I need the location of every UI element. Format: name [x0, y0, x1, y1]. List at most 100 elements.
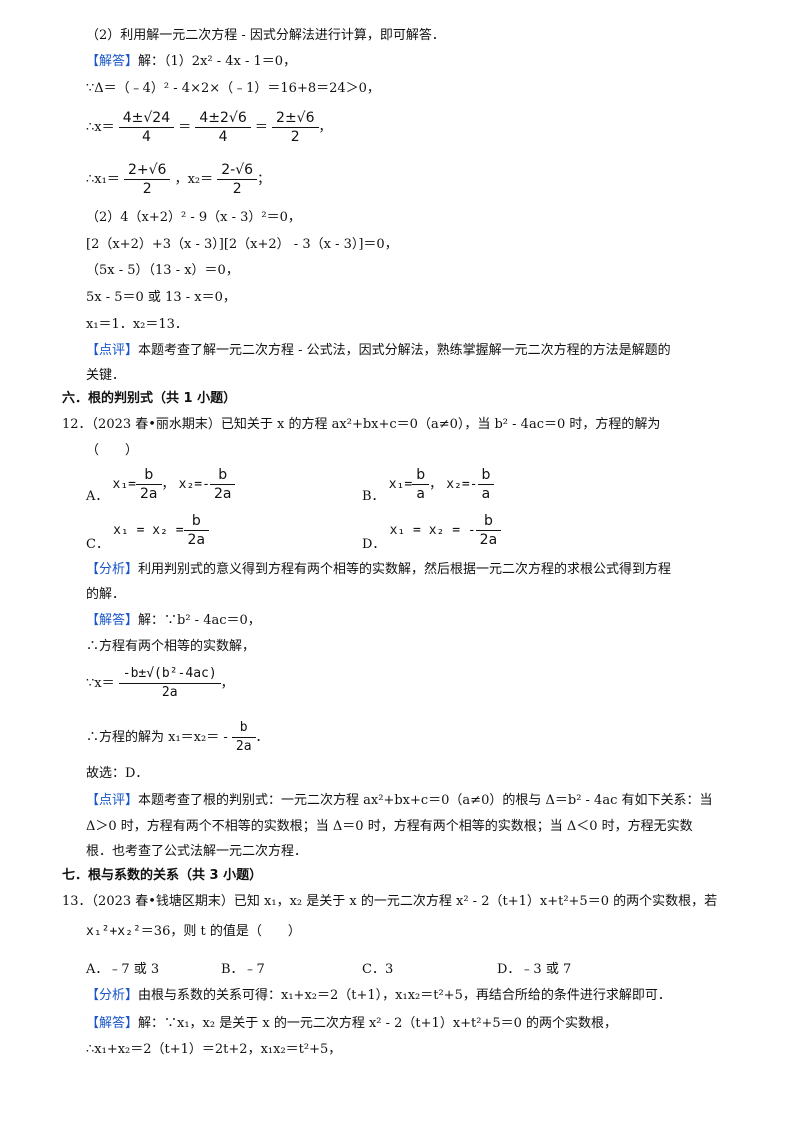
- comment-tag: 【点评】: [86, 343, 139, 358]
- analysis-tag: 【分析】: [86, 562, 139, 577]
- expr: x₂=-: [446, 477, 478, 492]
- text-line: （5x - 5）（13 - x）＝0，: [86, 263, 239, 278]
- text-line: ∵Δ＝（﹣4）² - 4×2×（﹣1）＝16+8＝24＞0，: [86, 81, 380, 96]
- numerator: b: [231, 719, 256, 738]
- denominator: 2a: [140, 486, 158, 502]
- question-13-cont: x₁²+x₂²＝36，则 t 的值是（ ）: [86, 922, 301, 942]
- question-13: 13．（2023 春•钱塘区期末）已知 x₁，x₂ 是关于 x 的一元二次方程 …: [62, 894, 718, 909]
- denominator: 4: [141, 129, 151, 145]
- label: ∵x＝: [86, 676, 115, 691]
- label: 解：: [138, 54, 165, 69]
- section-heading: 六．根的判别式（共 1 小题）: [62, 391, 237, 406]
- denominator: 2: [142, 181, 152, 197]
- option-b: B．﹣7: [221, 962, 265, 977]
- numerator: 4±2√6: [195, 109, 251, 128]
- denominator: 2a: [187, 532, 206, 548]
- denominator: 2a: [213, 486, 232, 502]
- analysis-text: 利用判别式的意义得到方程有两个相等的实数解，然后根据一元二次方程的求根公式得到方…: [138, 562, 672, 577]
- comment-text: 本题考查了解一元二次方程 - 公式法，因式分解法，熟练掌握解一元二次方程的方法是…: [138, 343, 671, 358]
- numerator: 2-√6: [217, 161, 258, 180]
- numerator: b: [136, 466, 162, 485]
- text-line: （2）利用解一元二次方程 - 因式分解法进行计算，即可解答．: [86, 28, 445, 43]
- denominator: a: [481, 486, 491, 502]
- numerator: 2+√6: [123, 161, 171, 180]
- answer-tag: 【解答】: [86, 613, 139, 628]
- text-line: （2）4（x+2）² - 9（x - 3）²＝0，: [86, 210, 301, 225]
- denominator: 2a: [479, 532, 498, 548]
- answer-text: 解：∵x₁，x₂ 是关于 x 的一元二次方程 x² - 2（t+1）x+t²+5…: [138, 1016, 618, 1031]
- numerator: 2±√6: [272, 109, 319, 128]
- text-line: 根．也考查了公式法解一元二次方程．: [86, 844, 308, 859]
- numerator: b: [475, 512, 502, 531]
- label: ∴方程的解为 x₁＝x₂＝ -: [86, 730, 228, 745]
- answer-tag: 【解答】: [86, 54, 139, 69]
- text-line: x₁＝1．x₂＝13．: [86, 317, 188, 332]
- numerator: 4±√24: [118, 109, 175, 128]
- denominator: a: [416, 486, 425, 502]
- answer-line: 【解答】解：∵b² - 4ac＝0，: [86, 611, 261, 631]
- answer-tag: 【解答】: [86, 1016, 139, 1031]
- expr: x₂=-: [178, 477, 210, 492]
- text-line: 关键．: [86, 368, 126, 383]
- answer-line: 【解答】解：（1）2x² - 4x - 1＝0，: [86, 52, 296, 72]
- denominator: 4: [218, 129, 228, 145]
- text-line: [2（x+2）+3（x - 3）][2（x+2） - 3（x - 3）]＝0，: [86, 237, 398, 252]
- analysis-text: 由根与系数的关系可得：x₁+x₂＝2（t+1），x₁x₂＝t²+5，再结合所给的…: [138, 988, 671, 1003]
- equation: （1）2x² - 4x - 1＝0，: [164, 54, 297, 69]
- denominator: 2: [290, 129, 300, 145]
- text-line: Δ＞0 时，方程有两个不相等的实数根；当 Δ＝0 时，方程有两个相等的实数根；当…: [86, 819, 693, 834]
- expr: x₁ = x₂ =: [113, 523, 184, 538]
- text-line: ∴方程有两个相等的实数解，: [86, 639, 256, 654]
- option-label: B．: [362, 489, 385, 504]
- expr: x₁²+x₂²: [86, 924, 141, 939]
- text-line: 故选：D．: [86, 766, 149, 781]
- denominator: 2a: [161, 685, 178, 700]
- section-heading: 七．根与系数的关系（共 3 小题）: [62, 868, 263, 883]
- analysis-line: 【分析】由根与系数的关系可得：x₁+x₂＝2（t+1），x₁x₂＝t²+5，再结…: [86, 986, 671, 1006]
- answer-text: 解：∵b² - 4ac＝0，: [138, 613, 261, 628]
- option-a: A．﹣7 或 3: [86, 962, 160, 977]
- option-c: C．3: [362, 962, 394, 977]
- text-line: 的解．: [86, 587, 126, 602]
- label: ∴x₁＝: [86, 172, 120, 187]
- expr: x₁=: [112, 477, 137, 492]
- option-d: D．﹣3 或 7: [497, 962, 572, 977]
- denominator: 2a: [235, 739, 252, 754]
- answer-line: 【解答】解：∵x₁，x₂ 是关于 x 的一元二次方程 x² - 2（t+1）x+…: [86, 1014, 617, 1034]
- fraction: -b±√(b²-4ac)2a: [118, 665, 221, 702]
- formula-line: ∵x＝ -b±√(b²-4ac)2a，: [86, 665, 234, 702]
- text-line: ∴x₁+x₂＝2（t+1）＝2t+2，x₁x₂＝t²+5，: [86, 1042, 342, 1057]
- analysis-tag: 【分析】: [86, 988, 139, 1003]
- denominator: 2: [232, 181, 242, 197]
- numerator: b: [209, 466, 236, 485]
- expr: x₁ = x₂ = -: [389, 523, 476, 538]
- question-12: 12．（2023 春•丽水期末）已知关于 x 的方程 ax²+bx+c＝0（a≠…: [62, 417, 661, 432]
- analysis-line: 【分析】利用判别式的意义得到方程有两个相等的实数解，然后根据一元二次方程的求根公…: [86, 560, 671, 580]
- comment-tag: 【点评】: [86, 793, 139, 808]
- text-line: 5x - 5＝0 或 13 - x＝0，: [86, 290, 236, 305]
- question-text: ＝36，则 t 的值是（ ）: [140, 924, 301, 939]
- comment-line: 【点评】本题考查了解一元二次方程 - 公式法，因式分解法，熟练掌握解一元二次方程…: [86, 341, 671, 361]
- numerator: b: [412, 466, 430, 485]
- numerator: b: [477, 466, 495, 485]
- comment-line: 【点评】本题考查了根的判别式：一元二次方程 ax²+bx+c＝0（a≠0）的根与…: [86, 791, 713, 811]
- answer-placeholder: （ ）: [86, 443, 139, 458]
- label: ，x₂＝: [174, 172, 214, 187]
